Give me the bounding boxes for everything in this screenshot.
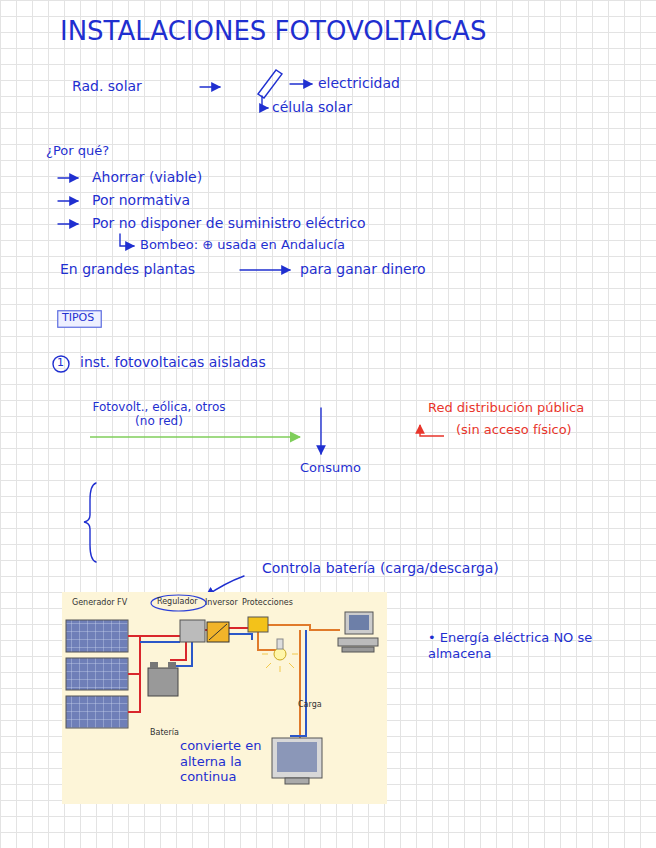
note-text: Controla batería (carga/descarga): [262, 560, 499, 577]
node-text: TIPOS: [62, 311, 97, 324]
note-text: convierte en alterna la continua: [180, 738, 264, 785]
box-border: [58, 311, 102, 328]
part-label: Batería: [150, 728, 179, 738]
note-text: electricidad: [318, 75, 400, 92]
note-text: • Energía eléctrica NO se almacena: [428, 630, 610, 661]
tag-box: TIPOS: [57, 310, 102, 328]
note-text: Rad. solar: [72, 78, 142, 95]
list-item: Por no disponer de suministro eléctrico: [92, 215, 366, 232]
note-text: célula solar: [272, 99, 352, 116]
list-item: Bombeo: ⊕ usada en Andalucía: [140, 237, 345, 253]
green-arrow: [90, 436, 300, 438]
section-heading: inst. fotovoltaicas aisladas: [80, 354, 266, 371]
red-hook-arrow: [420, 425, 444, 436]
note-text: En grandes plantas: [60, 261, 195, 278]
grid-label: Red distribución pública: [428, 400, 584, 416]
circled-label: Regulador: [150, 594, 207, 612]
ellipse-border: [151, 595, 206, 611]
page-title: INSTALACIONES FOTOVOLTAICAS: [60, 16, 486, 47]
grid-label: (sin acceso físico): [456, 422, 572, 438]
note-text: ¿Por qué?: [46, 143, 109, 159]
node-text: Regulador: [157, 597, 200, 607]
list-item: Por normativa: [92, 192, 190, 209]
list-item: Ahorrar (viable): [92, 169, 202, 186]
note-text: para ganar dinero: [300, 261, 426, 278]
pv-system-illustration: [62, 592, 387, 804]
part-label: Generador FV: [72, 598, 127, 608]
part-label: Inversor: [205, 598, 238, 608]
part-label: Protecciones: [242, 598, 293, 608]
part-label: Carga: [298, 700, 322, 710]
source-label: Fotovolt., eólica, otros (no red): [84, 400, 234, 429]
callout-number: 1: [57, 356, 64, 369]
note-text: Consumo: [300, 460, 361, 476]
